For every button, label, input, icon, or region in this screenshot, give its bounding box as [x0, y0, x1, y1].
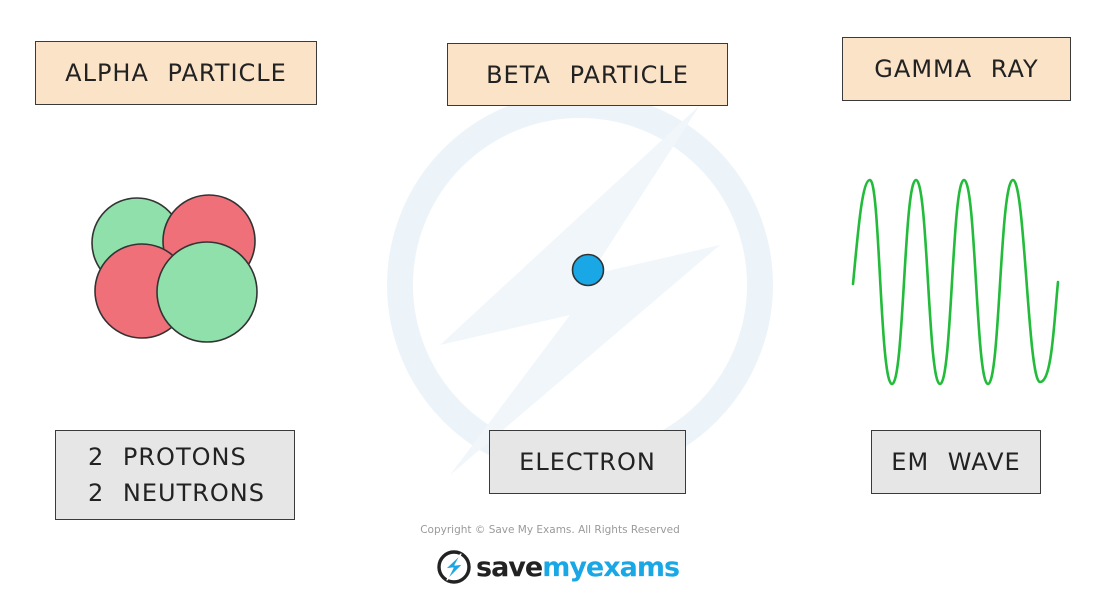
alpha-title: ALPHA PARTICLE [65, 59, 287, 87]
alpha-particle-nucleus-icon [91, 194, 258, 343]
alpha-description-line: 2 PROTONS [88, 443, 247, 471]
alpha-description-line: 2 NEUTRONS [88, 479, 265, 507]
alpha-title-box: ALPHA PARTICLE [35, 41, 317, 105]
beta-description-line: ELECTRON [519, 448, 656, 476]
electron-dot-icon [571, 253, 605, 287]
gamma-description-line: EM WAVE [891, 448, 1021, 476]
lightning-bolt-logo-icon [437, 550, 471, 584]
beta-title: BETA PARTICLE [486, 60, 689, 89]
gamma-title: GAMMA RAY [874, 55, 1039, 83]
brand-logo: savemyexams [436, 546, 680, 588]
brand-wordmark: savemyexams [476, 551, 680, 583]
gamma-title-box: GAMMA RAY [842, 37, 1071, 101]
neutron-circle [156, 241, 258, 343]
brand-wordmark-part1: save [476, 551, 543, 583]
beta-title-box: BETA PARTICLE [447, 43, 728, 106]
alpha-description-box: 2 PROTONS 2 NEUTRONS [55, 430, 295, 520]
copyright-text: Copyright © Save My Exams. All Rights Re… [420, 524, 680, 536]
beta-description-box: ELECTRON [489, 430, 686, 494]
gamma-description-box: EM WAVE [871, 430, 1041, 494]
brand-wordmark-part2: myexams [542, 551, 680, 583]
em-wave-icon [851, 178, 1060, 386]
